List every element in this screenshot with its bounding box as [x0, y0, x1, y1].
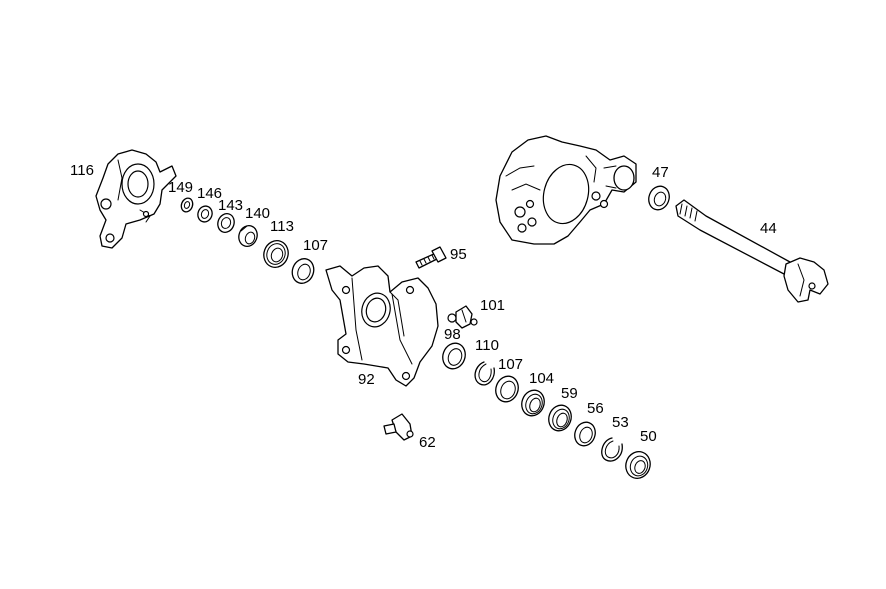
part-95-bolt[interactable] [415, 246, 447, 269]
label-62: 62 [419, 434, 436, 451]
label-143: 143 [218, 197, 243, 214]
label-104: 104 [529, 370, 554, 387]
part-110-snap-ring[interactable] [474, 361, 495, 386]
part-101-fitting[interactable] [447, 305, 478, 329]
part-92-housing[interactable] [325, 265, 439, 387]
label-149: 149 [168, 179, 193, 196]
part-47-seal[interactable] [645, 183, 672, 212]
part-116-knuckle[interactable] [95, 149, 177, 249]
label-101: 101 [480, 297, 505, 314]
part-53-snap-ring[interactable] [601, 437, 623, 462]
label-107-upper: 107 [303, 237, 328, 254]
part-44-axle-shaft[interactable] [675, 199, 829, 303]
label-56: 56 [587, 400, 604, 417]
part-housing-gearcase[interactable] [495, 135, 637, 245]
label-50: 50 [640, 428, 657, 445]
label-98: 98 [444, 326, 461, 343]
part-50-bearing[interactable] [622, 448, 654, 482]
part-56-ring[interactable] [571, 419, 598, 448]
part-107-seal-lower[interactable] [492, 373, 522, 405]
label-140: 140 [245, 205, 270, 222]
part-140-ring[interactable] [236, 223, 260, 249]
part-149-ring[interactable] [179, 197, 194, 214]
part-62-sensor[interactable] [383, 413, 414, 441]
label-53: 53 [612, 414, 629, 431]
part-107-seal-upper[interactable] [289, 256, 317, 287]
label-95: 95 [450, 246, 467, 263]
part-143-ring[interactable] [215, 211, 237, 234]
part-98-seal[interactable] [439, 340, 469, 372]
label-44: 44 [760, 220, 777, 237]
label-47: 47 [652, 164, 669, 181]
label-116: 116 [70, 162, 94, 179]
label-113: 113 [270, 218, 294, 235]
label-92: 92 [358, 371, 375, 388]
label-110: 110 [475, 337, 499, 354]
part-146-washer[interactable] [196, 204, 215, 224]
part-113-bearing[interactable] [260, 237, 292, 271]
part-59-bearing[interactable] [545, 402, 575, 434]
part-104-bearing[interactable] [518, 387, 548, 419]
label-59: 59 [561, 385, 578, 402]
label-107-lower: 107 [498, 356, 523, 373]
label-146: 146 [197, 185, 222, 202]
